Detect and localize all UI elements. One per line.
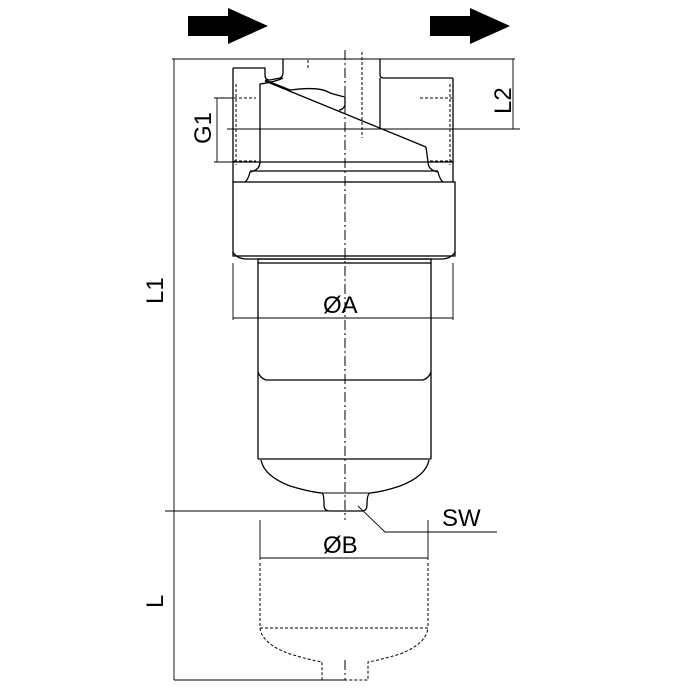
filter-head	[232, 59, 454, 183]
dim-label-l: L	[142, 595, 169, 608]
dim-label-dia-a: ØA	[323, 292, 358, 319]
bowl-extension-dotted	[259, 563, 429, 681]
flow-arrow-outlet-icon	[430, 8, 510, 44]
dim-label-l1: L1	[142, 277, 169, 304]
dim-label-dia-b: ØB	[323, 532, 358, 559]
dim-label-g1: G1	[190, 112, 217, 144]
flow-arrow-inlet-icon	[188, 8, 268, 44]
dim-label-l2: L2	[490, 87, 517, 114]
dim-label-sw: SW	[442, 505, 481, 532]
filter-bowl	[257, 263, 432, 512]
bowl-cap	[232, 181, 456, 264]
dimensions	[165, 58, 520, 681]
